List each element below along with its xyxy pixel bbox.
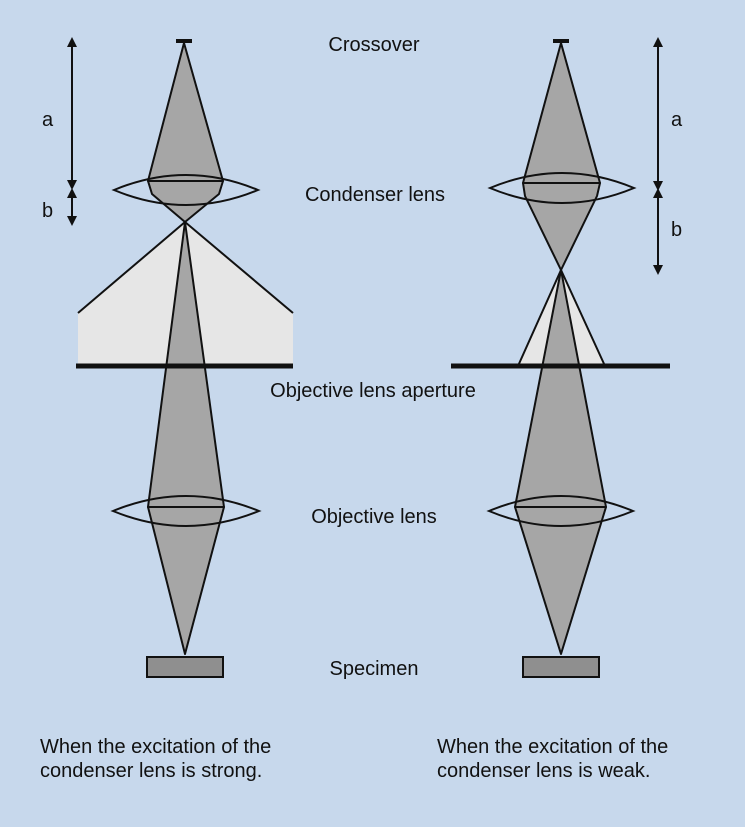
right-beam-converge [522,182,601,271]
left-specimen [146,656,224,678]
left-beam-upper [147,42,224,182]
left-beam-focus [147,506,225,655]
left-caption-line2: condenser lens is strong. [40,760,263,782]
left-dimension-a-label: a [42,109,54,131]
right-beam-upper [522,42,601,184]
objective-lens-label: Objective lens [311,506,437,528]
right-condenser-lens [487,172,637,204]
left-condenser-lens [111,174,261,206]
left-dimension-b-label: b [42,200,53,222]
specimen-label: Specimen [330,658,419,680]
left-beam-converge [147,180,224,223]
left-spread-edge-left [77,221,186,314]
left-objective-lens [110,495,262,527]
right-caption: When the excitation of the condenser len… [437,735,668,783]
left-panel: a b [42,37,294,678]
right-objective-lens [486,495,636,527]
right-specimen [522,656,600,678]
right-panel: a b [451,37,683,678]
left-caption: When the excitation of the condenser len… [40,735,271,783]
right-dimension-b-label: b [671,219,682,241]
right-caption-line1: When the excitation of the [437,736,669,758]
right-dimension-a-label: a [671,109,683,131]
left-spread-edge-right [184,221,294,314]
objective-aperture-label: Objective lens aperture [270,380,476,402]
left-caption-line1: When the excitation of the [40,736,272,758]
crossover-label: Crossover [328,34,419,56]
right-caption-line2: condenser lens is weak. [437,760,651,782]
condenser-lens-label: Condenser lens [305,184,445,206]
right-beam-lower [514,269,607,508]
right-beam-focus [514,506,607,655]
